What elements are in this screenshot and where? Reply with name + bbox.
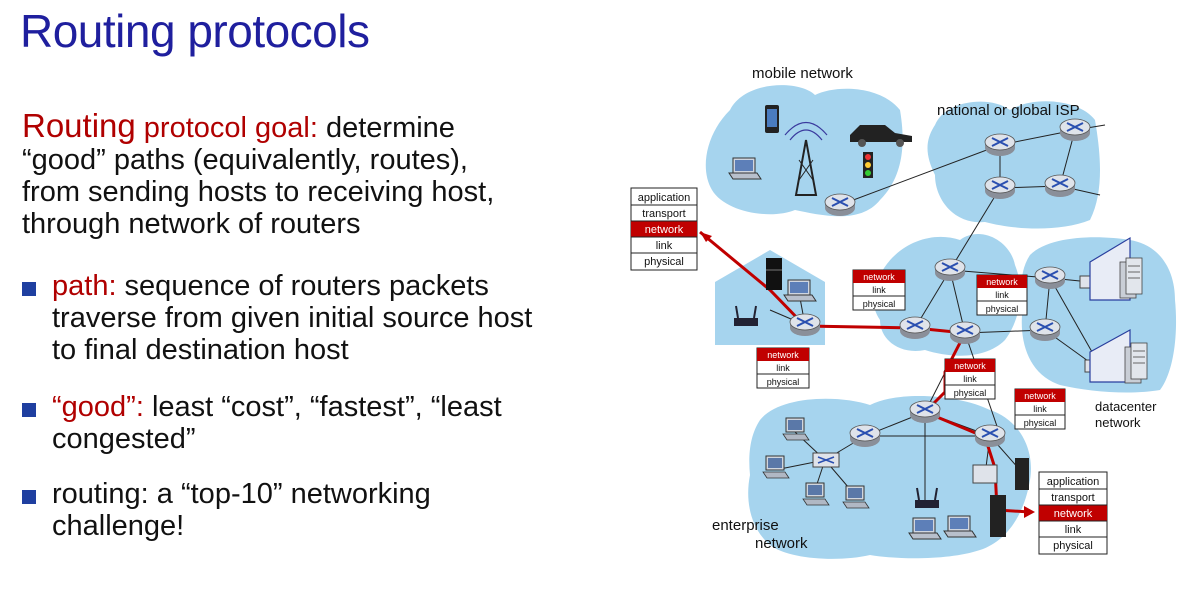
- stack-layer: link: [995, 290, 1009, 300]
- bullet-marker-path: [22, 282, 36, 296]
- stack-layer: network: [986, 277, 1018, 287]
- stack-layer: transport: [1051, 492, 1094, 504]
- goal-line2: “good” paths (equivalently, routes),: [22, 144, 468, 176]
- router-icon: [984, 133, 1016, 157]
- stack-layer: link: [963, 374, 977, 384]
- goal-label: protocol goal:: [135, 112, 318, 144]
- mobile-network-label: mobile network: [752, 65, 853, 82]
- stack-layer: link: [1065, 524, 1082, 536]
- goal-word: Routing: [22, 107, 136, 144]
- router-icon: [909, 400, 941, 424]
- goal-line3: from sending hosts to receiving host,: [22, 176, 495, 208]
- server-icon: [1124, 342, 1148, 384]
- stack-layer: physical: [954, 388, 987, 398]
- bullet-path-line3: to final destination host: [52, 334, 349, 366]
- datacenter-label-1: datacenter: [1095, 399, 1157, 414]
- router-icon: [984, 176, 1016, 200]
- wifi-router-icon: [734, 305, 758, 326]
- router-icon: [849, 424, 881, 448]
- router-icon: [934, 258, 966, 282]
- router-icon: [1034, 266, 1066, 290]
- router-stack-enterprise-1: network link physical: [944, 358, 996, 400]
- goal-line4: through network of routers: [22, 208, 361, 240]
- stack-layer: application: [1047, 476, 1100, 488]
- stack-layer: network: [1054, 508, 1093, 520]
- stack-layer: link: [872, 285, 886, 295]
- protocol-stack-source: application transport network link physi…: [630, 187, 698, 271]
- bullet-good-line2: congested”: [52, 423, 196, 455]
- stack-layer: physical: [1024, 418, 1057, 428]
- stack-layer: network: [1024, 391, 1056, 401]
- router-icon: [899, 316, 931, 340]
- bullet-routing: routing: a “top-10” networking challenge…: [52, 478, 431, 542]
- enterprise-label-2: network: [755, 535, 808, 552]
- fridge-icon: [766, 258, 782, 290]
- stack-layer: physical: [767, 377, 800, 387]
- router-stack-regional-1: network link physical: [852, 269, 906, 311]
- router-icon: [789, 313, 821, 337]
- stack-layer: transport: [642, 208, 685, 220]
- car-icon: [850, 125, 912, 147]
- stack-layer: application: [638, 192, 691, 204]
- stack-layer: link: [1033, 404, 1047, 414]
- server-icon: [990, 458, 1029, 537]
- enterprise-label-1: enterprise: [712, 517, 779, 534]
- stack-layer: link: [776, 363, 790, 373]
- cell-tower-icon: [784, 121, 828, 196]
- isp-label: national or global ISP: [937, 102, 1080, 119]
- router-stack-home: network link physical: [756, 347, 810, 389]
- server-icon: [1119, 257, 1143, 299]
- bullet-routing-line2: challenge!: [52, 510, 185, 542]
- datacenter-label-2: network: [1095, 415, 1141, 430]
- bullet-marker-routing: [22, 490, 36, 504]
- phone-icon: [765, 105, 779, 133]
- protocol-stack-destination: application transport network link physi…: [1038, 471, 1108, 555]
- stack-layer: network: [767, 350, 799, 360]
- router-stack-regional-2: network link physical: [976, 274, 1028, 316]
- stack-layer: physical: [1053, 540, 1093, 552]
- wifi-router-icon: [915, 487, 939, 508]
- slide-title: Routing protocols: [20, 5, 370, 57]
- router-icon: [1059, 118, 1091, 142]
- bullet-good: “good”: least “cost”, “fastest”, “least …: [52, 391, 502, 455]
- bullet-good-key: “good”:: [52, 391, 144, 423]
- stack-layer: network: [954, 361, 986, 371]
- stack-layer: link: [656, 240, 673, 252]
- stack-layer: physical: [863, 299, 896, 309]
- bullet-path-key: path:: [52, 270, 117, 302]
- bullet-good-line1: least “cost”, “fastest”, “least: [143, 391, 502, 423]
- bullet-routing-line1: routing: a “top-10” networking: [52, 478, 431, 510]
- goal-paragraph: Routing protocol goal: determine “good” …: [22, 107, 495, 240]
- traffic-light-icon: [863, 152, 873, 178]
- stack-layer: network: [863, 272, 895, 282]
- router-icon: [1044, 174, 1076, 198]
- stack-layer: network: [645, 224, 684, 236]
- bullet-marker-good: [22, 403, 36, 417]
- router-icon: [974, 424, 1006, 448]
- router-stack-enterprise-2: network link physical: [1014, 388, 1066, 430]
- goal-line1: determine: [317, 112, 455, 144]
- router-icon: [949, 321, 981, 345]
- stack-layer: physical: [644, 256, 684, 268]
- stack-layer: physical: [986, 304, 1019, 314]
- bullet-path-line1: sequence of routers packets: [116, 270, 489, 302]
- router-icon: [1029, 318, 1061, 342]
- bullet-path: path: sequence of routers packets traver…: [52, 270, 532, 366]
- router-icon: [824, 193, 856, 217]
- bullet-path-line2: traverse from given initial source host: [52, 302, 533, 334]
- switch-icon: [972, 464, 998, 484]
